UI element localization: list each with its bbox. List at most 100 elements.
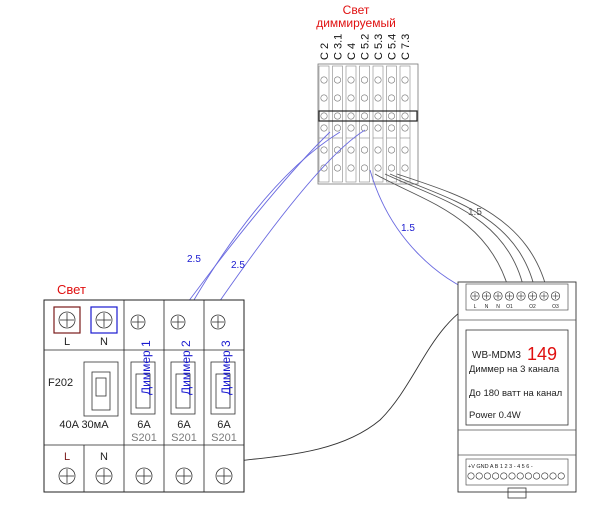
screw-icon [508,472,516,480]
module-bottom-pins: +V GND A B 1 2 3 - 4 5 6 - [468,464,533,470]
screw-icon [475,472,483,480]
terminal-block-body [317,63,419,185]
screw-icon [95,467,113,485]
screw-icon [387,146,395,154]
screw-icon [401,164,409,172]
terminal-block-title: Свет [343,3,370,17]
breaker-model: F202 [48,377,73,389]
module-line-3: Power 0.4W [469,410,521,421]
screw-icon [215,467,233,485]
module-name: WB-MDM3 [472,350,521,361]
electrical-panel: Свет L N F202 40A 30мА L N Димм [43,282,245,493]
terminal-label: C 5.2 [360,34,372,60]
screw-icon [320,76,328,84]
terminal-label: C 2 [319,43,331,60]
terminal-L-box [53,306,81,334]
screw-icon [320,146,328,154]
screw-icon [374,124,382,132]
screw-icon [516,472,524,480]
screw-icon [500,472,508,480]
screw-icon [360,94,368,102]
terminal-L-label: L [64,336,70,348]
terminal-column [332,65,343,183]
terminal-label: C 5.4 [387,34,399,60]
screw-icon [347,164,355,172]
screw-icon [333,94,341,102]
terminal-columns [318,65,418,183]
terminal-label: C 3.1 [333,34,345,60]
terminal-N-label: N [100,336,108,348]
wire-label-2: 2.5 [231,260,245,271]
screw-icon [333,76,341,84]
screw-icon [550,291,561,301]
screw-icon [347,76,355,84]
bottom-L-label: L [64,451,70,463]
wire-label-3: 1.5 [468,207,482,218]
dimmer-model: S201 [171,432,197,444]
screw-icon [401,146,409,154]
module-line-2: До 180 ватт на канал [469,388,562,399]
screw-icon [387,112,395,120]
module-top-screws [470,291,561,301]
screw-icon [374,76,382,84]
terminal-block-subtitle: диммируемый [316,16,396,30]
screw-icon [387,164,395,172]
wire-label-4: 1.5 [401,223,415,234]
screw-icon [333,124,341,132]
screw-icon [504,291,515,301]
breaker-lever [135,373,151,409]
terminal-label: C 5.3 [373,34,385,60]
dimmer-label: Диммер 3 [219,340,233,395]
screw-icon [360,146,368,154]
screw-icon [175,467,193,485]
screw-icon [527,291,538,301]
dimmer-label: Диммер 2 [179,340,193,395]
terminal-label: C 4 [346,43,358,60]
screw-icon [347,94,355,102]
screw-icon [360,164,368,172]
screw-icon [360,76,368,84]
wire-blue-4 [369,169,481,296]
module-body [457,281,577,493]
screw-icon [95,311,113,329]
terminal-label: C 7.3 [400,34,412,60]
breaker-lever-slot [130,361,156,415]
screw-icon [347,124,355,132]
screw-icon [483,472,491,480]
terminal-column [386,65,397,183]
breaker-lever [215,373,231,409]
breaker-lever [175,373,191,409]
screw-icon [58,311,76,329]
screw-icon [374,146,382,154]
screw-icon [320,112,328,120]
screw-icon [58,467,76,485]
screw-icon [541,472,549,480]
bottom-N-label: N [100,451,108,463]
rcd-lever-slot [83,361,119,417]
screw-icon [549,472,557,480]
screw-icon [333,164,341,172]
screw-icon [210,314,226,330]
terminal-column [345,65,357,183]
module-pin-label: N [496,304,500,310]
screw-icon [401,94,409,102]
dimmer-rating: 6A [177,419,191,431]
screw-icon [374,94,382,102]
dimmer-model: S201 [131,432,157,444]
screw-icon [387,124,395,132]
wire-gray-3 [396,173,549,295]
screw-icon [387,94,395,102]
screw-icon [374,164,382,172]
screw-icon [401,124,409,132]
panel-frame [43,299,245,493]
screw-icon [481,291,492,301]
screw-icon [347,146,355,154]
module-line-1: Диммер на 3 канала [469,364,560,375]
screw-icon [401,112,409,120]
screw-icon [492,472,500,480]
terminal-jumper [318,110,418,122]
